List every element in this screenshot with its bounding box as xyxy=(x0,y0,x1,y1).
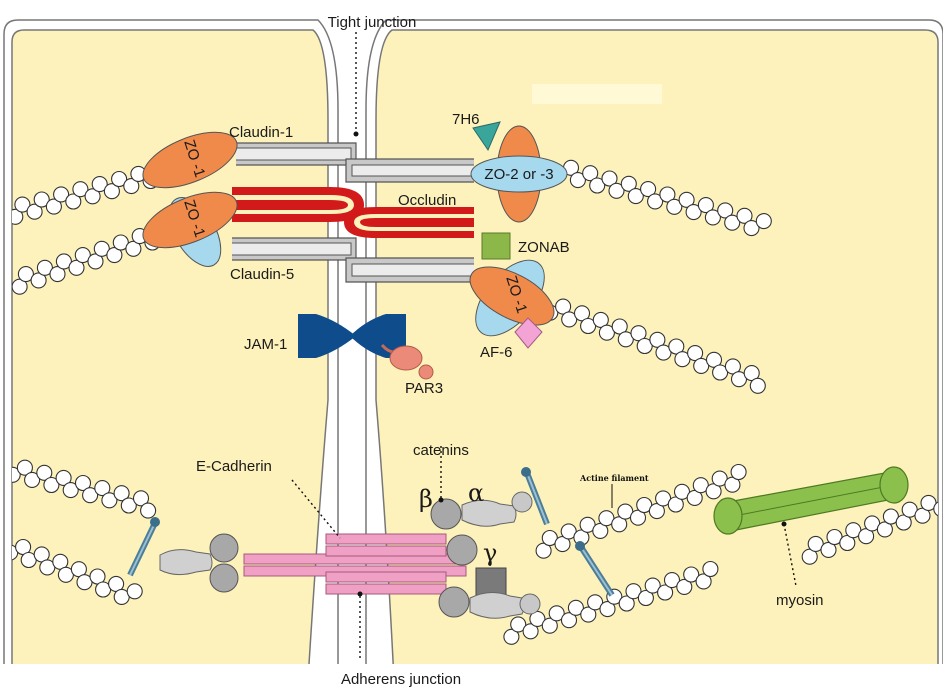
catenins-label: catenins xyxy=(413,442,469,459)
beta-label: β xyxy=(419,485,433,513)
actin-bead xyxy=(127,584,142,599)
claudin-1-label: Claudin-1 xyxy=(229,124,293,141)
catenin-dot xyxy=(439,498,444,503)
zonab-square xyxy=(482,233,510,259)
myosin-label: myosin xyxy=(776,592,824,609)
actine-filament-label: Actine filament xyxy=(579,473,649,483)
tj-dot xyxy=(354,132,359,137)
occludin-label: Occludin xyxy=(398,192,456,209)
af-6-label: AF-6 xyxy=(480,344,513,361)
actin-bead xyxy=(750,378,765,393)
highlight-patch xyxy=(532,84,662,104)
jam-1-label: JAM-1 xyxy=(244,336,287,353)
e-cadherin-label: E-Cadherin xyxy=(196,458,272,475)
gamma-label: γ xyxy=(483,539,497,567)
gamma-catenin xyxy=(476,568,506,596)
zo-2-3-label: ZO-2 or -3 xyxy=(484,166,553,183)
actin-bead xyxy=(141,503,156,518)
actin-bead xyxy=(703,562,718,577)
tight-junction-label: Tight junction xyxy=(328,14,417,31)
actin-bead xyxy=(756,214,771,229)
actin-bead xyxy=(731,465,746,480)
adherens-junction-label: Adherens junction xyxy=(341,671,461,688)
zonab-label: ZONAB xyxy=(518,239,570,256)
7h6-label: 7H6 xyxy=(452,111,480,128)
alpha-label: α xyxy=(468,479,484,507)
beta-catenin xyxy=(431,499,461,529)
par3-label: PAR3 xyxy=(405,380,443,397)
left-cell xyxy=(4,20,338,680)
myosin-dot xyxy=(782,522,787,527)
bottom-band xyxy=(0,664,943,689)
aj-dot xyxy=(358,592,363,597)
claudin-5-label: Claudin-5 xyxy=(230,266,294,283)
